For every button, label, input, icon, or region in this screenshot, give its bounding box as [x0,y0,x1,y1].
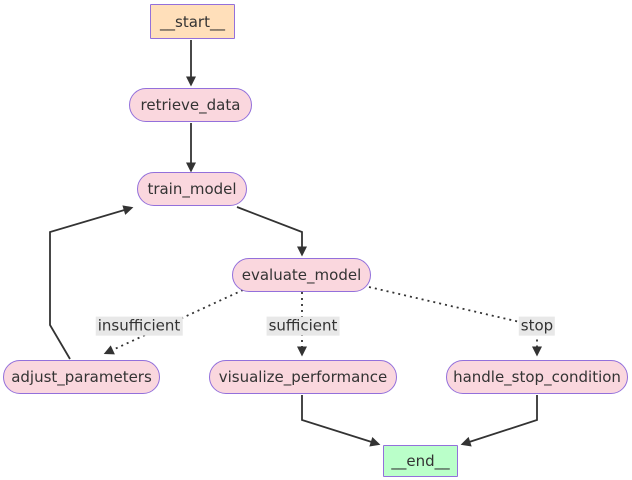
edge-evaluate-model-to-handle-stop-condition [368,286,542,357]
node-train-model: train_model [137,172,247,206]
edge-label-sufficient: sufficient [266,316,340,336]
edge-adjust-parameters-to-train-model [49,205,134,360]
edge-train-model-to-evaluate-model [236,206,307,257]
edge-handle-stop-condition-to-end [460,395,538,447]
node-adjust-parameters: adjust_parameters [3,360,160,394]
edge-label-insufficient: insufficient [95,316,183,336]
node-evaluate-model: evaluate_model [232,258,371,292]
node-retrieve-data: retrieve_data [129,88,252,122]
node-handle-stop-condition: handle_stop_condition [446,360,628,394]
edge-visualize-performance-to-end [301,395,381,447]
node-visualize-performance: visualize_performance [209,360,397,394]
node-start: __start__ [150,4,235,39]
node-end: __end__ [383,445,458,477]
edge-evaluate-model-to-adjust-parameters [103,289,244,355]
edge-label-stop: stop [518,316,556,336]
